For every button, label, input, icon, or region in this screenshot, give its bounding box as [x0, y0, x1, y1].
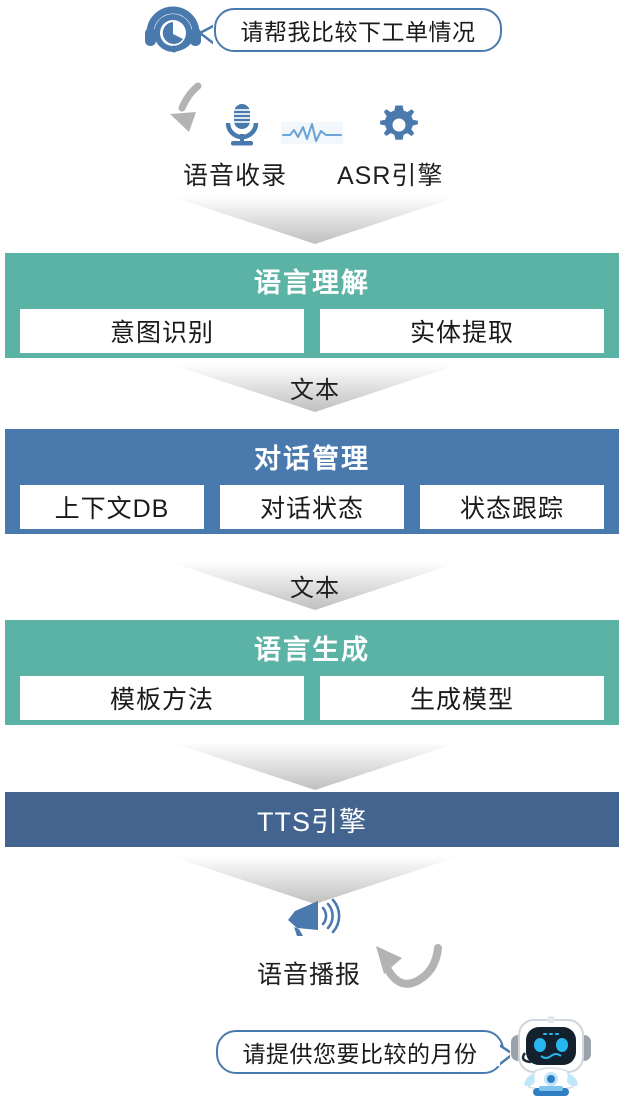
robot-mascot-icon	[505, 1013, 597, 1104]
stage-tts-title: TTS引擎	[257, 807, 367, 837]
stage-nlg-title: 语言生成	[254, 635, 370, 665]
bot-bubble-tail	[494, 1040, 510, 1066]
user-utterance-text: 请帮我比较下工单情况	[240, 19, 476, 45]
connector-arrow-2: 文本	[170, 364, 460, 412]
connector-arrow-3: 文本	[170, 562, 460, 610]
audio-waveform-icon	[281, 122, 343, 149]
headset-agent-icon	[142, 6, 204, 61]
stage-tts-engine: TTS引擎	[5, 792, 619, 847]
curved-arrow-up-right-icon	[362, 938, 442, 1013]
stage-box-entity-extraction[interactable]: 实体提取	[320, 309, 604, 353]
stage-nlu-title: 语言理解	[254, 268, 370, 298]
curved-arrow-down-left-icon	[158, 82, 206, 147]
voice-broadcast-label: 语音播报	[257, 961, 362, 989]
stage-box-template-method[interactable]: 模板方法	[20, 676, 304, 720]
stage-box-state-tracking[interactable]: 状态跟踪	[420, 485, 604, 529]
bot-reply-text: 请提供您要比较的月份	[242, 1041, 478, 1067]
microphone-icon	[222, 103, 262, 152]
stage-nlg-boxes: 模板方法 生成模型	[5, 676, 619, 720]
connector-label-2: 文本	[290, 377, 340, 404]
asr-engine-label: ASR引擎	[337, 162, 444, 190]
megaphone-icon	[285, 898, 341, 943]
connector-label-3: 文本	[290, 575, 340, 602]
user-bubble-tail	[198, 20, 214, 46]
stage-nlg: 语言生成 模板方法 生成模型	[5, 620, 619, 725]
stage-dm-title: 对话管理	[254, 444, 370, 474]
bot-reply-bubble: 请提供您要比较的月份	[216, 1030, 504, 1074]
connector-arrow-1	[170, 196, 460, 244]
stage-nlu-boxes: 意图识别 实体提取	[5, 309, 619, 353]
stage-dialogue-management: 对话管理 上下文DB 对话状态 状态跟踪	[5, 429, 619, 534]
connector-arrow-4	[170, 742, 460, 790]
stage-box-generative-model[interactable]: 生成模型	[320, 676, 604, 720]
voice-capture-label: 语音收录	[183, 162, 288, 190]
stage-box-intent-recognition[interactable]: 意图识别	[20, 309, 304, 353]
connector-arrow-5	[170, 856, 460, 904]
stage-box-context-db[interactable]: 上下文DB	[20, 485, 204, 529]
stage-box-dialogue-state[interactable]: 对话状态	[220, 485, 404, 529]
gear-icon	[378, 104, 420, 151]
stage-dm-boxes: 上下文DB 对话状态 状态跟踪	[5, 485, 619, 529]
stage-nlu: 语言理解 意图识别 实体提取	[5, 253, 619, 358]
user-utterance-bubble: 请帮我比较下工单情况	[214, 8, 502, 52]
